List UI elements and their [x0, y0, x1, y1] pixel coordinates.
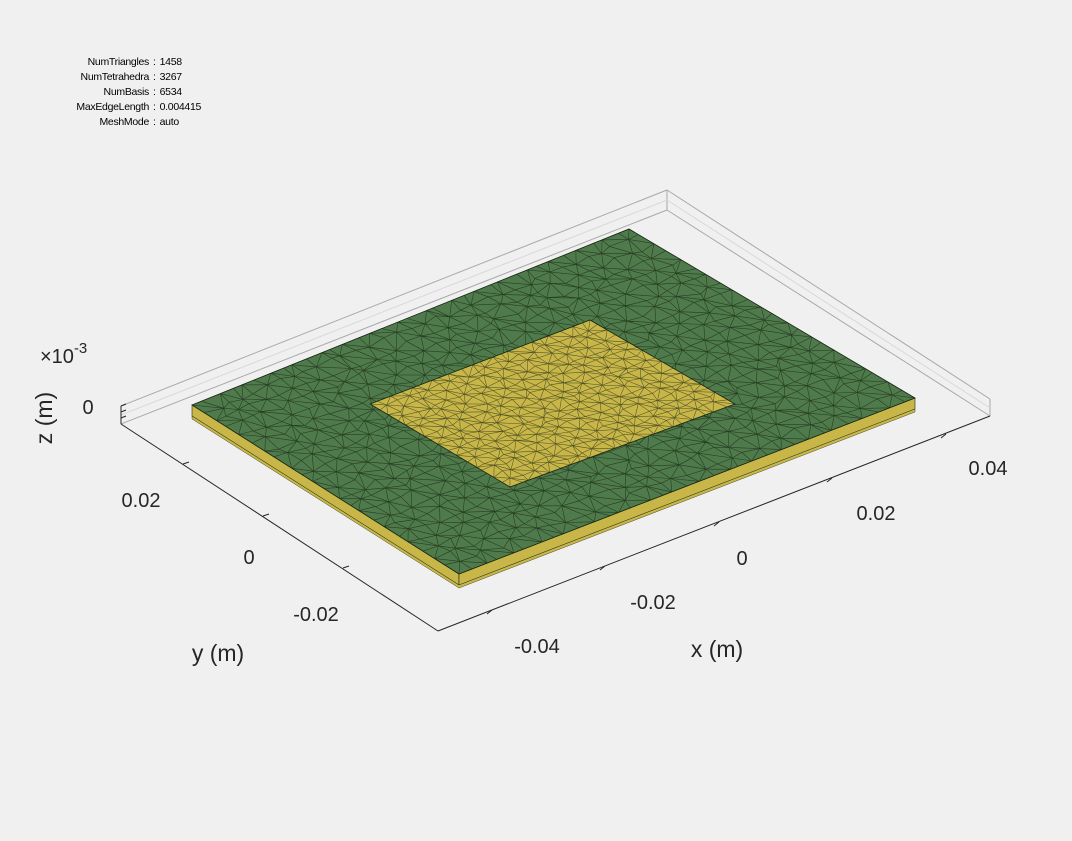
mesh-edge-path [369, 319, 736, 488]
axes-box-edge [120, 209, 668, 425]
z-exponent-label: ×10-3 [40, 340, 87, 368]
y-axis-ticks: -0.02 0 0.02 [122, 461, 350, 626]
y-tick-label: 0.02 [122, 490, 161, 512]
mesh-info-value: auto [159, 116, 180, 128]
y-tick-mark [262, 513, 270, 517]
mesh-info-key: NumTriangles [87, 56, 150, 68]
patch-mesh-lines [369, 319, 736, 488]
z-tick-mark [120, 415, 127, 419]
mesh-info-panel: NumTriangles:1458 NumTetrahedra:3267 Num… [6, 55, 226, 130]
ground-plane-side [191, 408, 916, 589]
axes-box [120, 189, 991, 632]
z-axis-ticks: 0 [82, 397, 127, 419]
mesh-info-row: MaxEdgeLength:0.004415 [6, 100, 226, 115]
y-tick-label: 0 [243, 547, 254, 569]
mesh-info-key: MeshMode [99, 116, 149, 128]
mesh-info-key: NumTetrahedra [80, 71, 150, 83]
x-tick-mark [826, 477, 833, 483]
y-tick-mark [182, 461, 190, 465]
z-tick-label: 0 [82, 397, 93, 419]
x-tick-label: -0.02 [630, 592, 676, 614]
x-tick-label: 0.02 [857, 503, 896, 525]
z-tick-mark [120, 409, 127, 413]
x-tick-mark [940, 433, 947, 439]
z-multiplier-exponent: -3 [74, 340, 87, 357]
x-tick-mark [713, 521, 720, 527]
mesh-info-value: 3267 [159, 71, 182, 83]
y-tick-label: -0.02 [293, 604, 339, 626]
x-tick-label: -0.04 [514, 636, 560, 658]
antenna-mesh [191, 228, 916, 589]
mesh-info-value: 0.004415 [159, 101, 202, 113]
z-axis-label: z (m) [31, 392, 57, 444]
mesh-info-row: NumTetrahedra:3267 [6, 70, 226, 85]
y-axis-label: y (m) [192, 640, 244, 666]
svg-text:×10-3: ×10-3 [40, 340, 87, 368]
y-axis-line [120, 423, 439, 632]
x-axis-line [437, 415, 991, 632]
mesh-info-key: NumBasis [103, 86, 150, 98]
y-tick-mark [342, 565, 350, 569]
x-tick-mark [599, 565, 606, 571]
axes-box-edge [120, 199, 668, 416]
x-tick-label: 0.04 [969, 458, 1008, 480]
z-multiplier-text: ×10 [40, 346, 74, 368]
axes-box-edge [666, 209, 991, 417]
axes-box-edge [120, 189, 668, 407]
x-tick-label: 0 [736, 548, 747, 570]
axes-box-edge [666, 189, 991, 400]
mesh-info-row: MeshMode:auto [6, 115, 226, 130]
x-tick-mark [486, 609, 493, 615]
mesh-info-value: 1458 [159, 56, 182, 68]
axes-box-edge [666, 199, 991, 409]
x-axis-ticks: -0.04 -0.02 0 0.02 0.04 [486, 433, 1008, 658]
mesh-info-row: NumBasis:6534 [6, 85, 226, 100]
z-tick-mark [120, 403, 127, 407]
mesh-info-row: NumTriangles:1458 [6, 55, 226, 70]
mesh-info-key: MaxEdgeLength [76, 101, 149, 113]
mesh-info-value: 6534 [159, 86, 182, 98]
x-axis-label: x (m) [691, 636, 743, 662]
